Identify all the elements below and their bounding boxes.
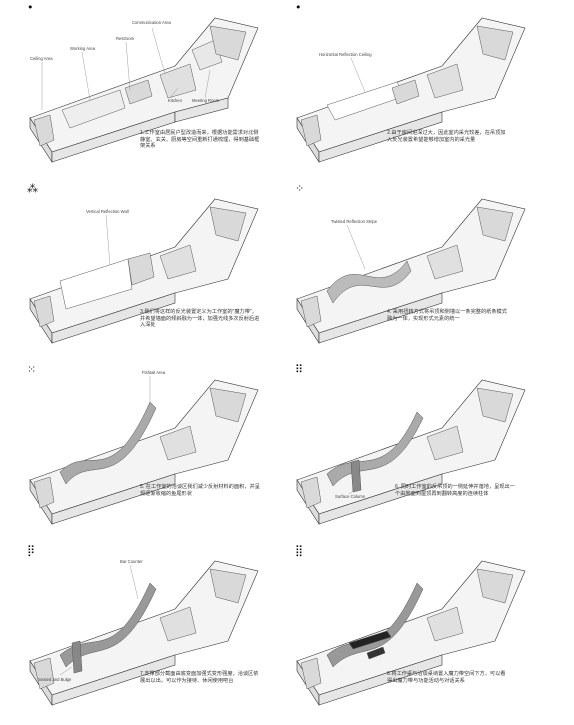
axonometric-model: Fishtail Area <box>29 370 259 526</box>
step-marker-icon: ⁘ <box>295 182 305 195</box>
label-ceiling-area: Ceiling Area <box>30 56 53 61</box>
label-fishtail-area: Fishtail Area <box>142 370 166 375</box>
step-panel-7: ⡿ Bar Counter Seated and Bulge 7.支撑部分截面由… <box>0 543 287 724</box>
label-reflection-ceiling: Horizontal Reflection Ceiling <box>319 52 372 57</box>
label-restroom: Restroom <box>116 36 135 41</box>
step-marker-icon: • <box>27 1 34 14</box>
axonometric-model: Ceiling Area Working Area Restroom Commu… <box>29 17 259 164</box>
axonometric-model: Horizontal Reflection Ceiling <box>296 17 526 164</box>
step-marker-icon: ⠿ <box>295 363 304 376</box>
step-marker-icon: ⡿ <box>27 544 36 557</box>
step-caption: 4. 采用扭转方式将吊顶和侧墙以一条完整的纸条模式融为一体，实现形式元素的统一 <box>387 309 507 322</box>
axonometric-model: Vertical Reflection Wall <box>29 198 259 345</box>
label-reflection-wall: Vertical Reflection Wall <box>86 209 129 214</box>
label-twisted-stripe: Twisted Reflection Stripe <box>331 219 378 224</box>
step-caption: 6. 同时工作室的反吊顶的一侧延伸并落地，呈现出一个由地面到屋顶再到翻转高度的连… <box>395 484 515 497</box>
label-bar-counter: Bar Counter <box>120 559 143 564</box>
step-marker-icon: ⣿ <box>295 544 304 557</box>
step-panel-5: ⁙ Fishtail Area 5. 在工作室的洽谈区我们减少反射材料的面积，并… <box>0 362 287 543</box>
step-caption: 5. 在工作室的洽谈区我们减少反射材料的面积，并呈现逐渐收缩的鱼尾形状 <box>140 484 260 497</box>
step-caption: 1.工作室由居民户型改造而来，根据功能需求对北侧静室、玄关、厨房等空间重新打通梳… <box>140 130 260 150</box>
axonometric-model: Surface Column <box>296 379 526 526</box>
step-panel-8: ⣿ 8.将工作桌与洽谈桌纳置入魔力带空间下方，可以看得出魔力带与功能活动与对话关… <box>287 543 574 724</box>
step-panel-4: ⁘ Twisted Reflection Stripe 4. 采用扭转方式将吊顶… <box>287 181 574 362</box>
step-panel-1: • Ceiling Area Working Area Restroom Co <box>0 0 287 181</box>
label-meeting-room: Meeting Room <box>192 98 220 103</box>
label-seated-bulge: Seated and Bulge <box>38 677 72 682</box>
step-panel-3: ⁂ Vertical Reflection Wall 3.我们将这样的反光装置定… <box>0 181 287 362</box>
step-panel-6: ⠿ Surface Column 6. 同时工作室的反吊顶的一侧延伸并落地，呈现… <box>287 362 574 543</box>
label-communication-area: Communication Area <box>132 20 172 25</box>
step-caption: 2.由于房间进深过大，因此室内采光较差，在吊顶加入反光装置希望能够增加室内的采光… <box>387 130 506 143</box>
step-marker-icon: ⁂ <box>27 182 38 195</box>
step-caption: 8.将工作桌与洽谈桌纳置入魔力带空间下方，可以看得出魔力带与功能活动与对话关系 <box>387 671 506 684</box>
label-working-area: Working Area <box>70 46 96 51</box>
step-panel-2: • Horizontal Reflection Ceiling 2.由于房间进深… <box>287 0 574 181</box>
axonometric-model <box>296 560 526 707</box>
step-caption: 7.支撑部分截面由底变面加强式变形强度，洽谈区依展出以出，可以作为接待、休闲使用… <box>140 671 259 684</box>
step-marker-icon: ⁙ <box>27 363 37 376</box>
label-surface-column: Surface Column <box>335 494 366 499</box>
axonometric-model: Bar Counter Seated and Bulge <box>29 559 259 707</box>
step-caption: 3.我们将这样的反光装置定义为工作室的"魔力带"，并希望墙面的倾斜融为一体，加强… <box>140 309 260 329</box>
step-marker-icon: • <box>295 1 302 14</box>
axonometric-model: Twisted Reflection Stripe <box>296 198 526 345</box>
label-kitchen: Kitchen <box>168 98 183 103</box>
